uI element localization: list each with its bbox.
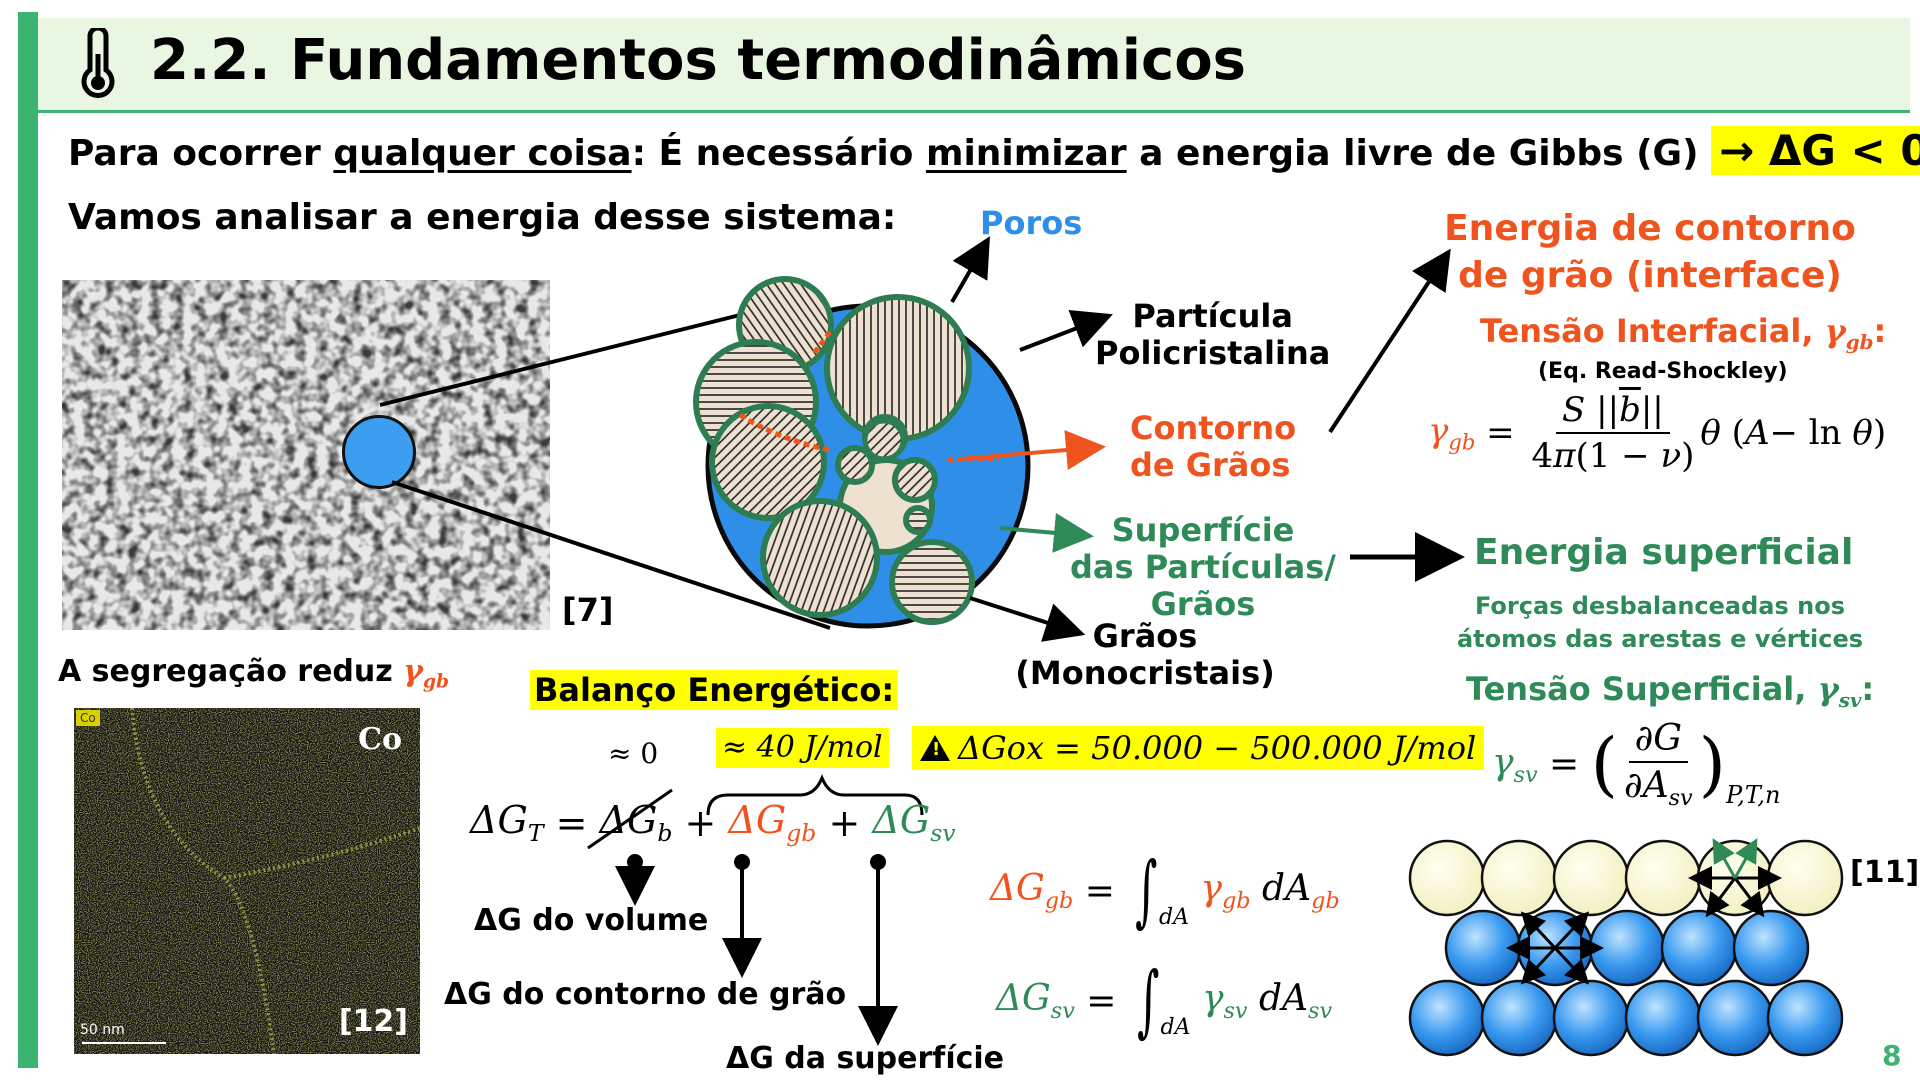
energia-superficial-heading: Energia superficial (1474, 532, 1854, 573)
intro-part-3: a energia livre de Gibbs (G) (1126, 133, 1712, 174)
delta-g-highlight: → ΔG < 0 (1711, 126, 1920, 175)
reference-7: [7] (562, 591, 614, 629)
segregacao-label: A segregação reduz (58, 654, 404, 689)
integral-sv-equation: ΔGsv = ∫dA γsv dAsv (996, 956, 1333, 1046)
reference-11: [11] (1850, 855, 1920, 890)
energia-contorno-heading: Energia de contorno de grão (interface) (1440, 205, 1860, 299)
label-superficie-line-3: Grãos (1150, 585, 1256, 623)
label-contorno-line-1: Contorno (1130, 409, 1297, 447)
co-tag: Co (76, 710, 100, 726)
cobalt-map-image: Co Co 50 nm [12] (74, 708, 420, 1054)
label-dg-contorno: ΔG do contorno de grão (444, 977, 847, 1012)
read-shockley-equation: γgb = S ||b||4π(1 − ν) θ (A − ln θ) (1428, 390, 1887, 476)
label-contorno-line-2: de Grãos (1130, 446, 1291, 484)
approx-zero: ≈ 0 (608, 737, 659, 770)
label-graos: Grãos (Monocristais) (1010, 618, 1280, 692)
approx-40: ≈ 40 J/mol (716, 728, 889, 768)
balanco-title: Balanço Energético: (530, 670, 899, 710)
intro-part-2: : É necessário (631, 133, 926, 174)
tensao-interfacial: Tensão Interfacial, γgb: (1480, 312, 1887, 354)
label-particula-line-1: Partícula (1132, 297, 1293, 335)
header-underline (38, 110, 1910, 113)
tensao-superficial: Tensão Superficial, γsv: (1466, 670, 1875, 712)
label-dg-volume: ΔG do volume (474, 903, 709, 938)
label-particula-line-2: Policristalina (1095, 334, 1331, 372)
reference-12: [12] (338, 1004, 408, 1039)
thermometer-icon (76, 25, 120, 100)
atom-spheres-diagram (1405, 838, 1845, 1068)
subtitle: Vamos analisar a energia desse sistema: (68, 197, 897, 238)
label-contorno: Contorno de Grãos (1130, 410, 1296, 484)
energy-balance-equation: ΔGT = ΔGb + ΔGgb + ΔGsv (470, 798, 956, 848)
microstructure-image (62, 280, 550, 630)
label-poros: Poros (980, 204, 1083, 242)
tensao-superficial-label: Tensão Superficial, (1466, 670, 1818, 708)
read-shockley-note: (Eq. Read-Shockley) (1538, 359, 1788, 384)
forcas-line-2: átomos das arestas e vértices (1456, 625, 1864, 653)
label-superficie-line-2: das Partículas/ (1070, 548, 1336, 586)
label-graos-line-1: Grãos (1092, 617, 1198, 655)
energia-contorno-line-2: de grão (interface) (1458, 255, 1842, 296)
segregacao-text: A segregação reduz γgb (58, 654, 449, 693)
scale-bar-label: 50 nm (80, 1022, 125, 1038)
warning-icon: ! (920, 735, 950, 761)
warning-text: ΔGox = 50.000 − 500.000 J/mol (958, 729, 1477, 767)
page-title: 2.2. Fundamentos termodinâmicos (150, 28, 1246, 93)
energia-contorno-line-1: Energia de contorno (1444, 208, 1856, 249)
intro-part-1: Para ocorrer (68, 133, 334, 174)
label-graos-line-2: (Monocristais) (1015, 654, 1275, 692)
forcas-line-1: Forças desbalanceadas nos (1474, 592, 1845, 620)
label-dg-superficie: ΔG da superfície (726, 1041, 1005, 1076)
co-element-label: Co (358, 722, 402, 757)
page-number: 8 (1882, 1039, 1902, 1072)
label-superficie-line-1: Superfície (1111, 511, 1295, 549)
intro-underline-1: qualquer coisa (333, 133, 632, 174)
warning-delta-g-ox: ! ΔGox = 50.000 − 500.000 J/mol (912, 726, 1485, 770)
integral-gb-equation: ΔGgb = ∫dA γgb dAgb (990, 846, 1340, 936)
label-particula: Partícula Policristalina (1095, 298, 1330, 372)
magnifier-circle (342, 415, 416, 489)
label-superficie: Superfície das Partículas/ Grãos (1068, 512, 1338, 623)
forcas-desbalanceadas: Forças desbalanceadas nos átomos das are… (1450, 590, 1870, 656)
surface-tension-equation: γsv = ( ∂G∂Asv ) P,T,n (1492, 718, 1781, 811)
header-band (38, 18, 1910, 110)
intro-underline-2: minimizar (925, 133, 1127, 174)
intro-line: Para ocorrer qualquer coisa: É necessári… (68, 125, 1920, 180)
left-accent-bar (18, 12, 38, 1068)
tensao-interfacial-label: Tensão Interfacial, (1480, 312, 1825, 350)
